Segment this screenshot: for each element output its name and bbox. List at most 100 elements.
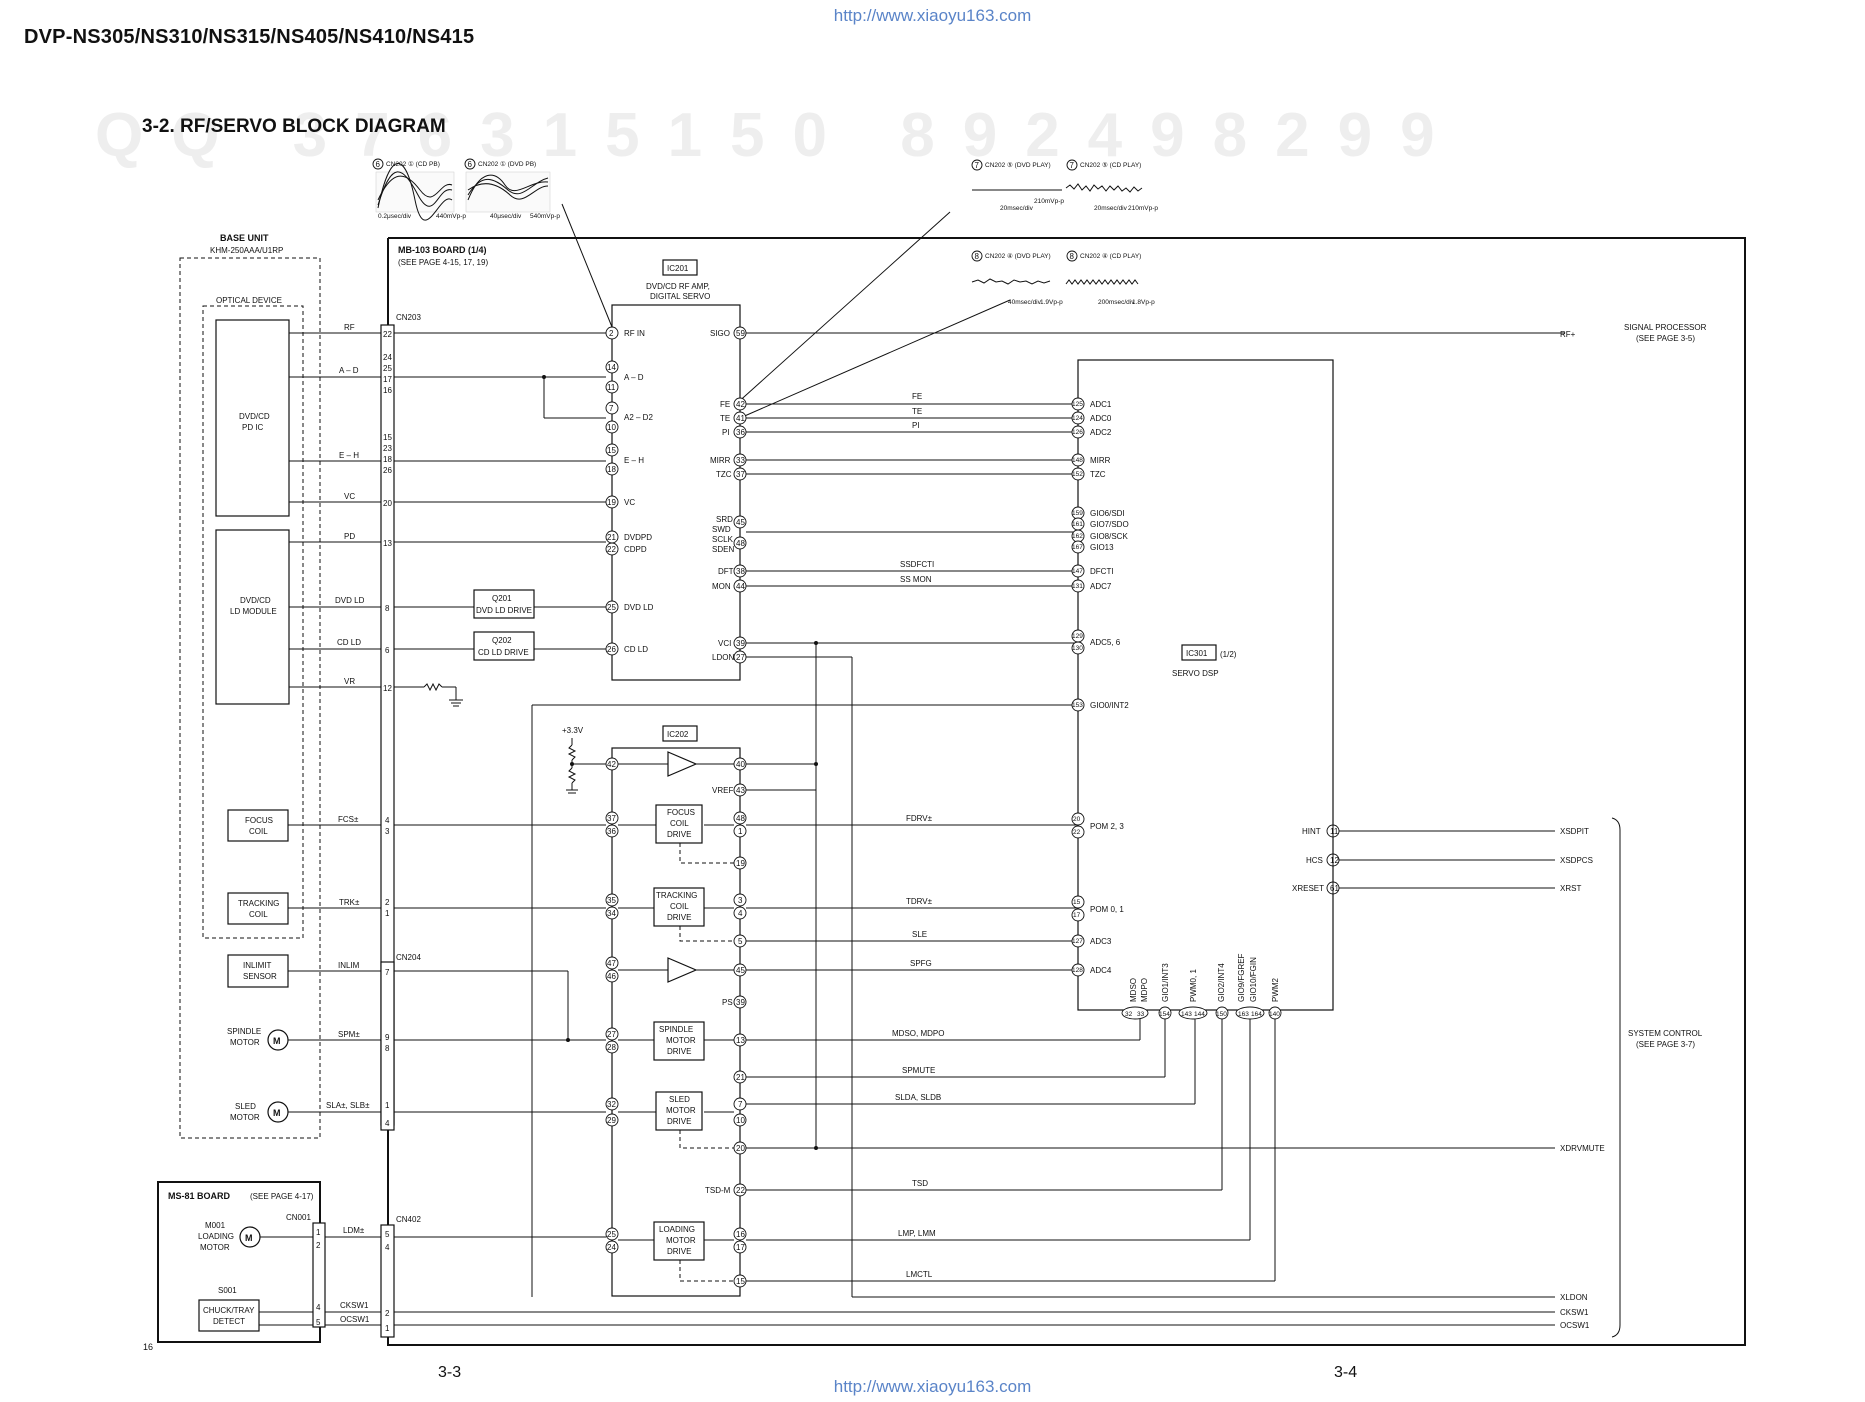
diagram-wire [1071,453,1085,467]
waveform-id: 7 [1070,161,1075,170]
diagram-wire [394,332,606,543]
diagram-label: TZC [716,470,732,479]
diagram-label: 42 [736,400,745,409]
diagram-label: 45 [736,518,745,527]
diagram-wire [733,995,747,1009]
diagram-label: LD MODULE [230,607,277,616]
diagram-label: 2 [385,1309,390,1318]
optical-device-label: OPTICAL DEVICE [216,296,282,305]
diagram-label: GIO1/INT3 [1161,963,1170,1002]
diagram-label: 48 [736,539,745,548]
diagram-wire [394,824,734,1241]
diagram-label: DIGITAL SERVO [650,292,710,301]
diagram-wire [1066,250,1078,262]
diagram-label: HCS [1306,856,1323,865]
diagram-label: MOTOR [666,1236,696,1245]
diagram-wire: FE TE PI SSDFCTI SS MON RF+ [900,330,1576,584]
diagram-label: TRK± [339,898,360,907]
diagram-label: 27 [736,653,745,662]
diagram-wire [605,906,619,920]
diagram-label: LDM± [343,1226,365,1235]
diagram-wire [1065,279,1139,285]
diagram-label: MOTOR [666,1106,696,1115]
diagram-label: 128 [1072,967,1083,974]
vr-resistor-icon [394,682,463,707]
diagram-label: TRACKING [238,899,279,908]
diagram-wire [467,177,549,196]
diagram-label: 154 [1159,1011,1170,1018]
diagram-label: 159 [1072,510,1083,517]
diagram-label: 45 [736,966,745,975]
diagram-wire [605,1040,619,1054]
diagram-wire [423,682,443,692]
diagram-label: ADC7 [1090,582,1112,591]
diagram-label: PD IC [242,423,264,432]
diagram-wire [605,1240,619,1254]
diagram-label: GIO10/FGIN [1249,957,1258,1002]
ms81-see: (SEE PAGE 4-17) [250,1192,314,1201]
waveform-id: 7 [975,161,980,170]
diagram-label: 131 [1072,583,1083,590]
diagram-label: LDON [712,653,734,662]
diagram-label: 124 [1072,415,1083,422]
diagram-wire [605,401,619,415]
diagram-label: 9 [385,1033,390,1042]
diagram-label: CD LD [624,645,648,654]
diagram-label: 12 [383,684,392,693]
diagram-wire: MDSO MDPO GIO1/INT3 PWM0, 1 GIO2/INT4 GI… [1129,953,1280,1002]
waveform-amp: 210mVp-p [1034,198,1064,205]
supply-divider-icon [566,738,606,794]
source-url-top[interactable]: http://www.xiaoyu163.com [833,6,1032,25]
diagram-wire [394,830,1555,1326]
diagram-label: 42 [607,760,616,769]
diagram-label: 7 [609,404,614,413]
diagram-wire [605,542,619,556]
waveform-amp: 1.8Vp-p [1132,299,1155,306]
diagram-label: 14 [607,363,616,372]
diagram-label: 61 [1330,884,1339,893]
diagram-label: 8 [385,1044,390,1053]
diagram-label: 19 [607,498,616,507]
tracking-coil-block [227,892,289,925]
diagram-label: E – H [624,456,644,465]
diagram-wire [605,1227,619,1241]
diagram-label: 29 [607,1116,616,1125]
diagram-label: SLED [235,1102,256,1111]
diagram-label: DVD LD [624,603,654,612]
diagram-label: MIRR [710,456,731,465]
waveform-amp: 440mVp-p [436,213,466,220]
diagram-label: DRIVE [667,1047,691,1056]
diagram-label: ADC4 [1090,966,1112,975]
diagram-label: XRESET [1292,884,1324,893]
diagram-wire [1071,908,1085,922]
diagram-label: 20 [383,499,392,508]
diagram-wire [1071,812,1085,826]
diagram-label: 129 [1072,633,1083,640]
sled-motor-drive-block [655,1091,703,1131]
diagram-wire [1066,159,1078,171]
diagram-label: 2 [316,1241,321,1250]
diagram-wire [605,824,619,838]
waveform-label: CN202 ⑤ (CD PLAY) [1080,161,1141,169]
diagram-label: 147 [1072,568,1083,575]
diagram-label: COIL [670,902,689,911]
diagram-label: 21 [607,533,616,542]
waveform-time: 40μsec/div [490,213,522,220]
source-url-bottom[interactable]: http://www.xiaoyu163.com [833,1377,1032,1396]
diagram-wire: 40 43 48 1 19 3 4 5 45 39 13 21 7 10 20 … [733,757,747,1288]
diagram-label: SPFG [910,959,932,968]
diagram-label: FDRV± [906,814,933,823]
ic201-name-box [662,259,698,276]
diagram-wire [1065,183,1143,193]
diagram-wire [733,893,747,907]
diagram-label: 140 [1269,1011,1280,1018]
diagram-label: (1/2) [1220,650,1237,659]
diagram-label: SDEN [712,545,734,554]
diagram-label: M001 [205,1221,226,1230]
diagram-wire [1178,1006,1208,1020]
diagram-label: 48 [736,814,745,823]
cn402-label: CN402 [396,1215,421,1224]
cn402-connector [380,1224,395,1338]
diagram-label: 2 [609,329,614,338]
diagram-label: 22 [736,1186,745,1195]
